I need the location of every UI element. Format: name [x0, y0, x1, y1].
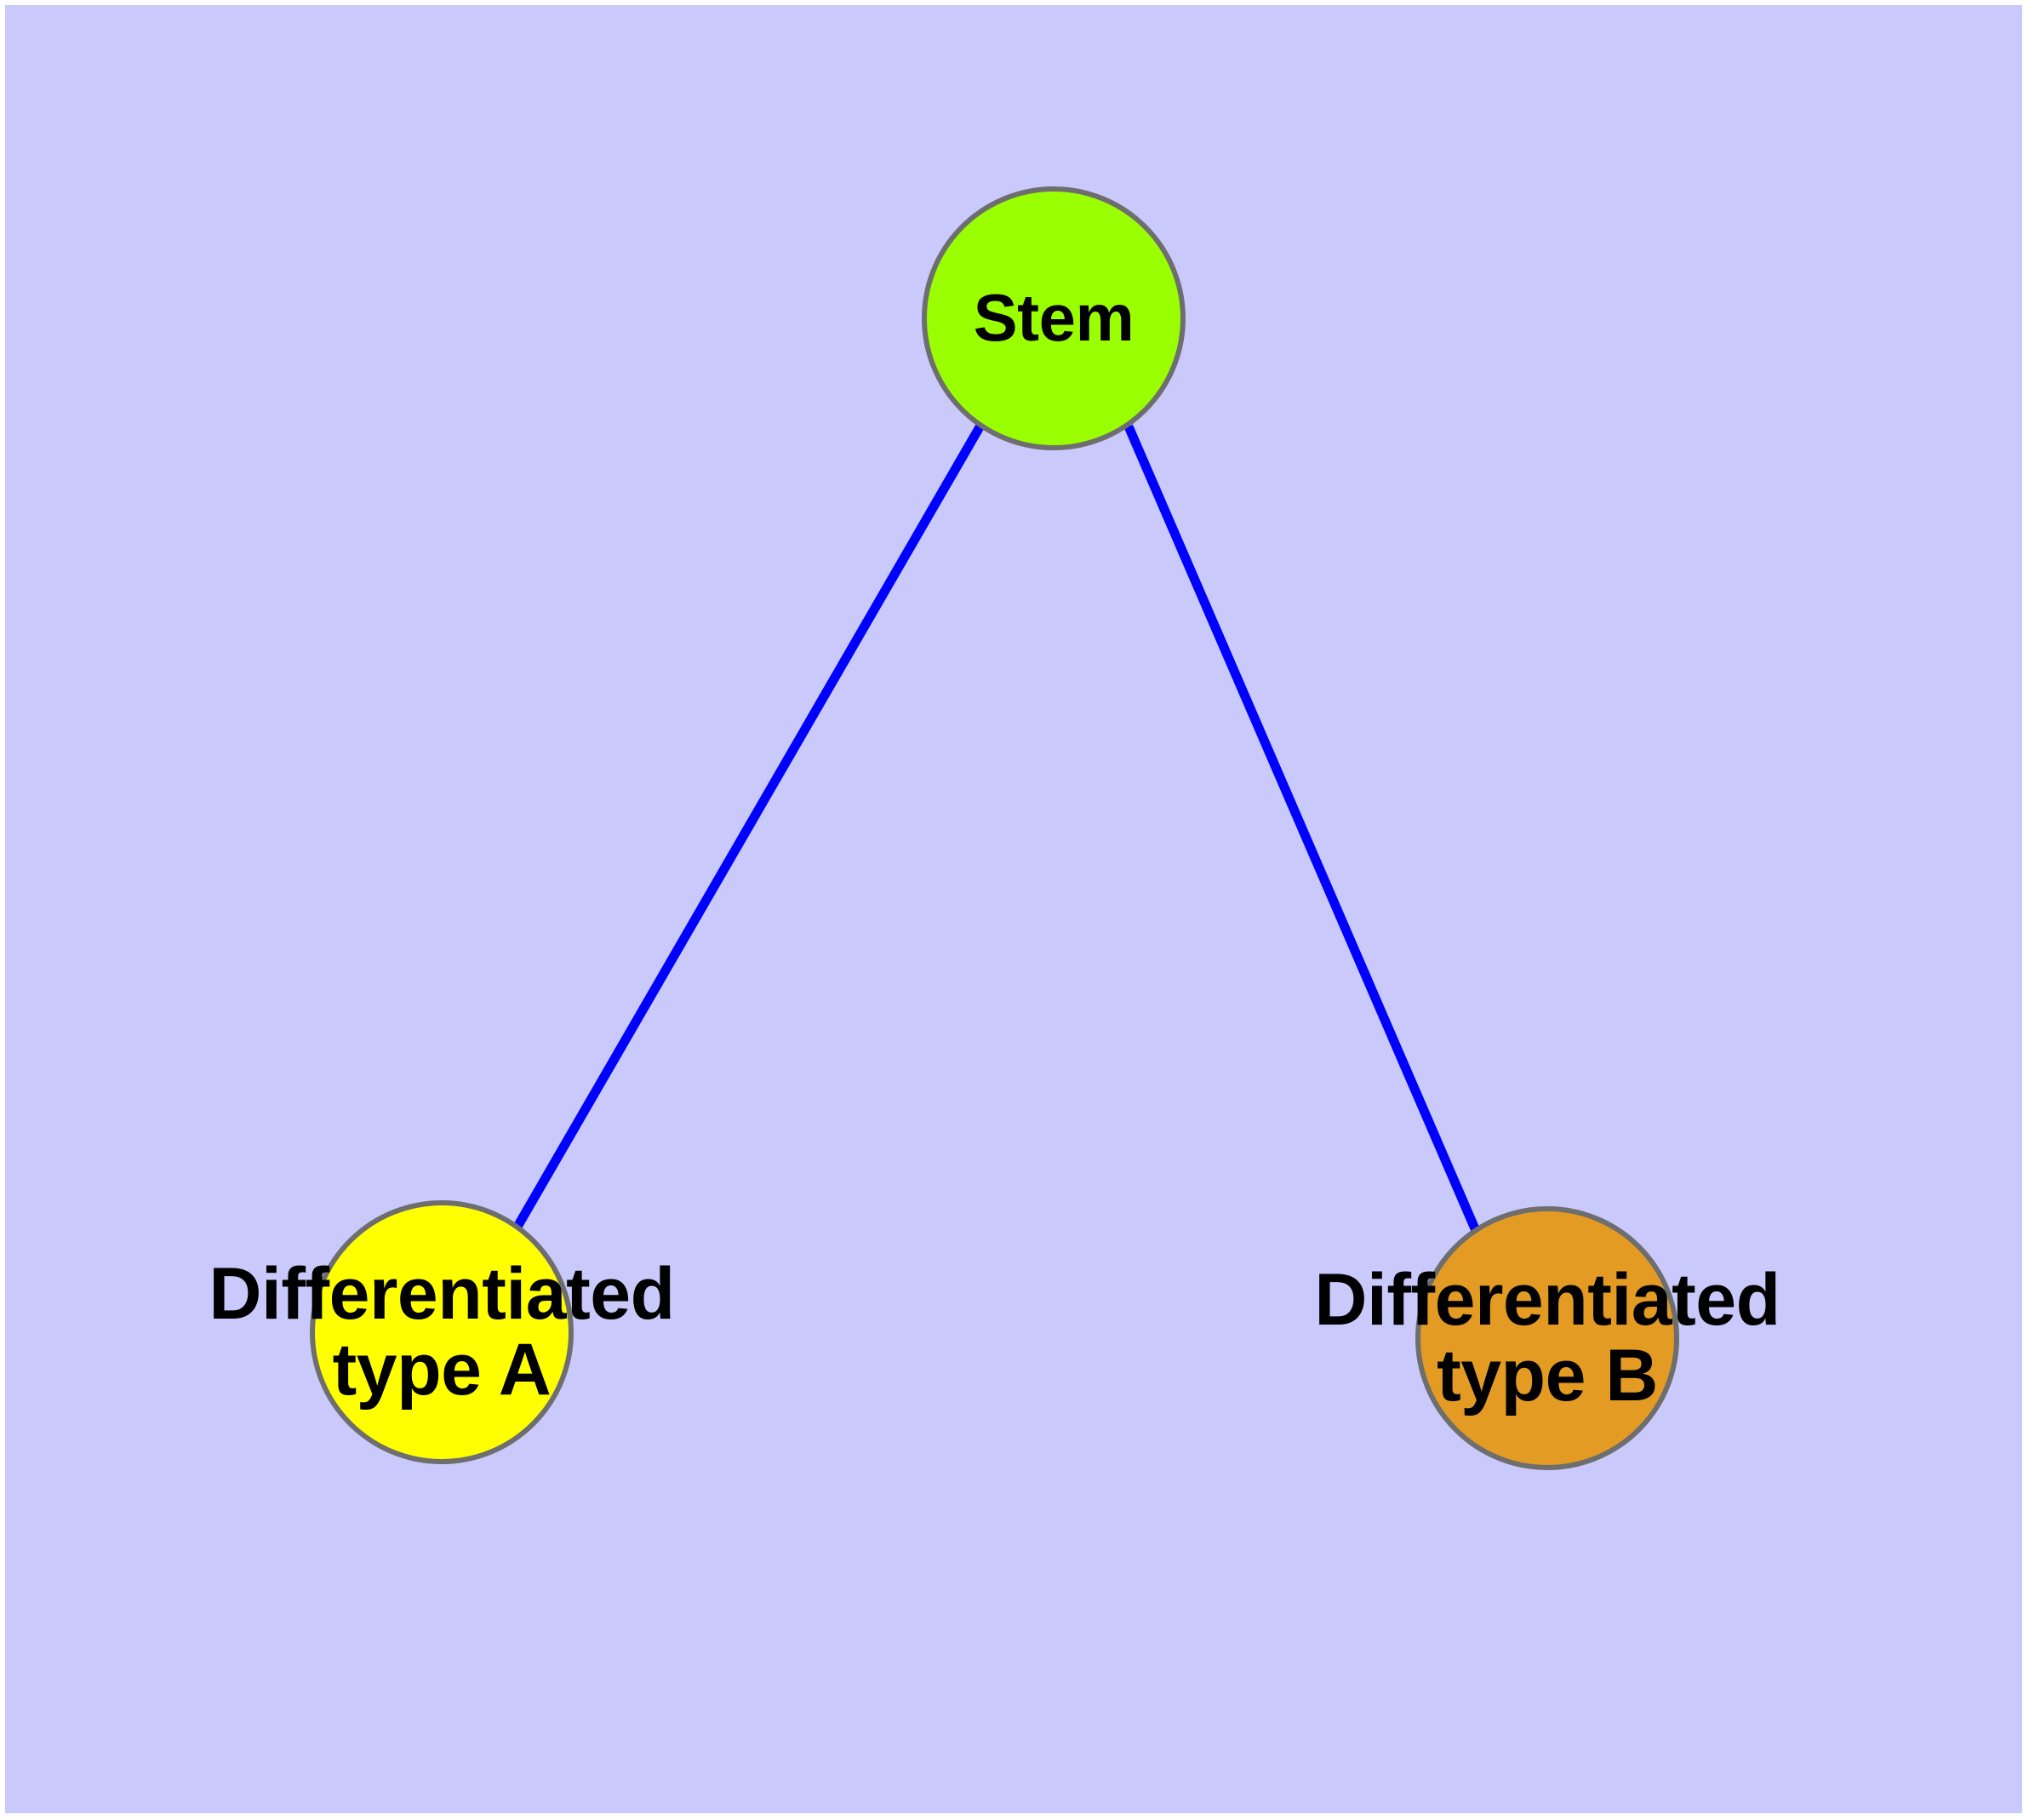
node-differentiated-type-a[interactable] — [310, 1200, 574, 1464]
node-stem[interactable] — [922, 186, 1186, 450]
node-differentiated-type-b[interactable] — [1415, 1206, 1679, 1470]
nodes-layer — [310, 186, 1679, 1470]
edges-layer — [513, 423, 1482, 1235]
edge-stem-diff-b[interactable] — [1123, 424, 1482, 1235]
edge-stem-diff-a[interactable] — [513, 423, 985, 1229]
